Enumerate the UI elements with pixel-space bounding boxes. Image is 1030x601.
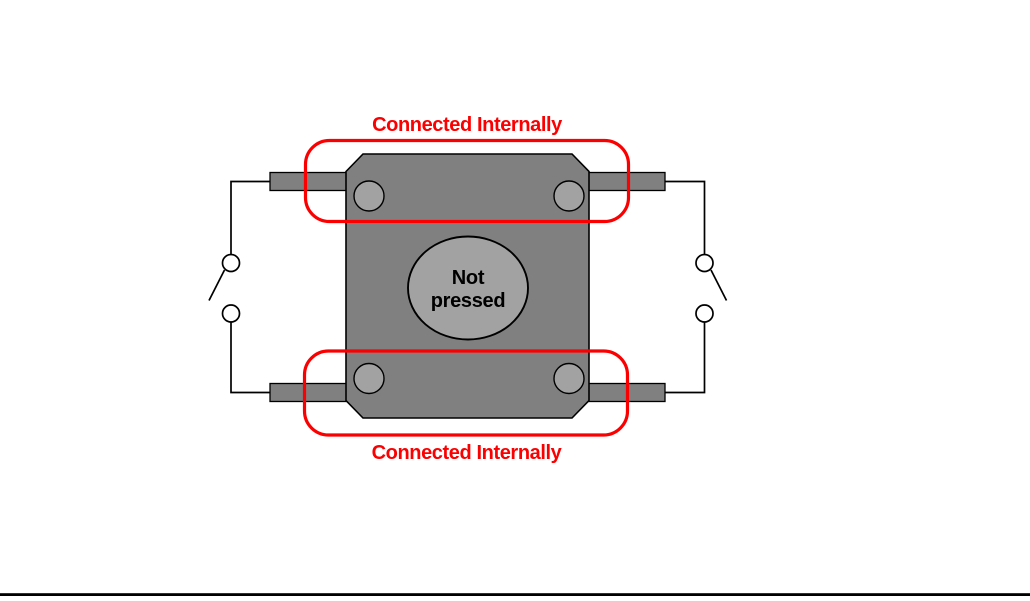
contact-top-left [353, 180, 385, 212]
contact-top-right [553, 180, 585, 212]
top-internal-connection-highlight [303, 138, 631, 224]
bottom-internal-connection-highlight [302, 349, 630, 437]
pin-top-right [587, 171, 666, 192]
left-switch-circuit [208, 180, 270, 394]
switch-contacts [353, 180, 585, 395]
button-state-label-line2: pressed [431, 290, 506, 312]
right-switch-top-terminal [695, 253, 714, 273]
button-state-label-line1: Not [452, 267, 485, 289]
right-switch-circuit [665, 180, 728, 394]
pin-bottom-left [269, 382, 348, 403]
contact-bottom-left [353, 362, 385, 395]
bottom-connected-internally-label: Connected Internally [372, 442, 563, 464]
button-plunger [407, 235, 529, 341]
left-top-wire [230, 180, 270, 255]
contact-bottom-right [553, 362, 585, 395]
left-switch-top-terminal [221, 253, 241, 273]
bottom-border-line [0, 593, 1030, 596]
right-switch-bottom-terminal [695, 304, 714, 323]
right-top-wire [665, 180, 706, 255]
switch-pins [269, 171, 666, 403]
left-switch-lever [208, 269, 226, 301]
pin-top-left [269, 171, 348, 192]
right-switch-lever [710, 269, 728, 301]
left-switch-bottom-terminal [221, 304, 241, 323]
left-bottom-wire [230, 322, 270, 394]
right-bottom-wire [665, 322, 706, 394]
top-connected-internally-label: Connected Internally [372, 114, 563, 136]
